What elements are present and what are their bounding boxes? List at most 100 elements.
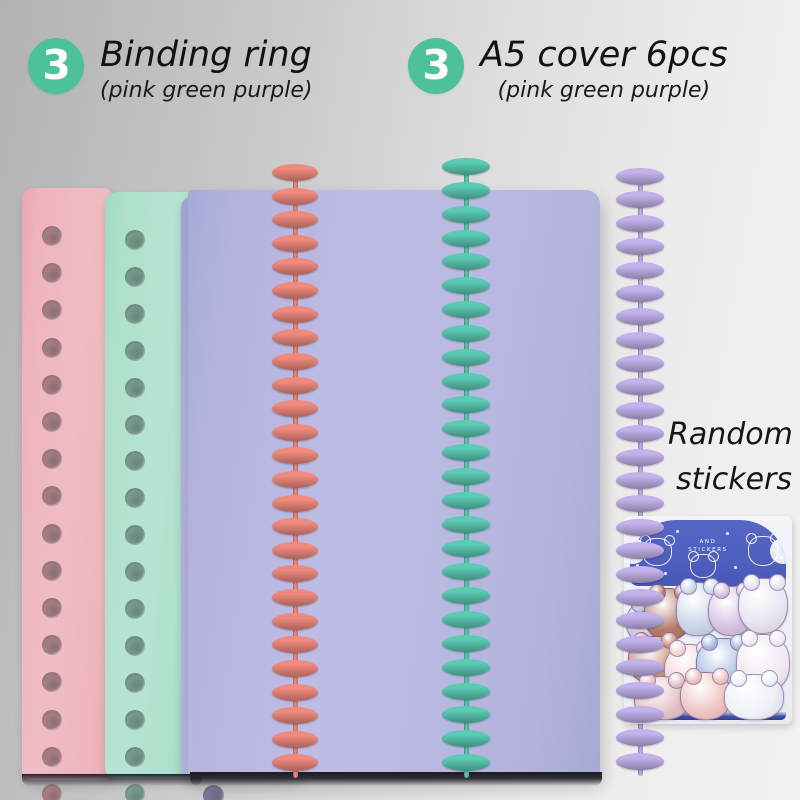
pink-binding-ring — [272, 164, 318, 778]
coil-ring — [272, 754, 318, 772]
coil-ring — [616, 612, 664, 630]
punch-hole — [42, 560, 62, 581]
bear-ear-icon — [746, 533, 757, 544]
punch-hole — [42, 337, 62, 358]
coil-ring — [442, 253, 490, 271]
coil-ring — [442, 229, 490, 247]
bear-ear-icon — [664, 535, 675, 546]
punch-hole — [125, 414, 145, 435]
coil-ring — [272, 305, 318, 323]
sticker-ear — [669, 640, 686, 657]
coil-ring — [272, 612, 318, 630]
callout-subtitle: (pink green purple) — [100, 77, 313, 103]
star-dot — [726, 532, 729, 535]
punch-hole — [42, 412, 62, 432]
random-stickers-line-1: Random — [668, 417, 793, 452]
coil-ring — [616, 565, 664, 583]
sticker-card-label: AND STICKERS — [688, 539, 728, 553]
coil-ring — [616, 472, 664, 489]
coil-ring — [272, 234, 318, 252]
coil-ring — [272, 211, 318, 229]
sticker-ear — [741, 630, 759, 647]
callout-text-binding-ring: Binding ring (pink green purple) — [100, 35, 313, 103]
coil-ring — [272, 589, 318, 607]
coil-ring — [616, 588, 664, 606]
punch-hole — [125, 377, 145, 398]
coil-ring — [442, 539, 490, 557]
coil-ring — [442, 301, 490, 319]
punch-hole — [42, 374, 62, 395]
coil-ring — [616, 261, 664, 279]
coil-ring — [272, 164, 318, 181]
punch-hole — [125, 303, 145, 324]
sticker-ear — [712, 582, 730, 599]
bear-ear-icon — [708, 551, 719, 562]
punch-hole — [42, 449, 62, 470]
coil-ring — [442, 730, 490, 748]
coil-ring — [616, 191, 664, 209]
coil-ring — [442, 396, 490, 414]
coil-ring — [272, 659, 318, 677]
punch-hole — [125, 266, 145, 287]
punch-hole — [42, 784, 62, 800]
covers-bottom-shadow — [22, 774, 202, 786]
coil-ring — [442, 205, 490, 223]
coil-ring — [442, 444, 490, 462]
coil-ring — [616, 659, 664, 677]
star-dot — [676, 530, 679, 533]
coil-ring — [272, 683, 318, 701]
coil-ring — [442, 158, 490, 175]
callout-title: Binding ring — [100, 35, 312, 75]
a5-purple-notebook — [188, 190, 600, 778]
coil-ring — [616, 729, 664, 747]
coil-ring — [272, 730, 318, 748]
coil-ring — [442, 515, 490, 533]
random-stickers-line-2: stickers — [676, 462, 793, 497]
bear-ear-icon — [770, 533, 781, 544]
punch-hole — [42, 300, 62, 321]
bear-outline-icon — [746, 533, 781, 566]
sticker-ear — [742, 574, 760, 591]
callout-binding-ring: 3 Binding ring (pink green purple) — [28, 35, 313, 103]
coil-ring — [616, 168, 664, 185]
coil-ring — [272, 329, 318, 347]
sticker-ear — [685, 668, 702, 685]
sticker-ear — [712, 668, 729, 685]
notebook-bottom-shadow — [190, 772, 602, 786]
punch-hole — [42, 598, 62, 618]
punch-hole — [125, 562, 145, 583]
coil-ring — [616, 308, 664, 326]
coil-ring — [272, 187, 318, 205]
punch-hole — [42, 523, 62, 544]
punch-hole — [125, 525, 145, 546]
punch-hole — [42, 672, 62, 693]
cover-green-holes — [105, 192, 197, 800]
sticker-piece — [738, 574, 788, 634]
sticker-ear — [680, 578, 698, 595]
coil-ring — [442, 611, 490, 629]
random-stickers-caption: Random stickers — [668, 412, 793, 502]
coil-ring — [616, 425, 664, 443]
badge-number: 3 — [422, 40, 451, 89]
star-dot — [780, 556, 783, 559]
punch-hole — [125, 709, 145, 730]
cover-pink — [22, 188, 114, 800]
coil-ring — [442, 324, 490, 342]
punch-hole — [125, 488, 145, 509]
badge-count-a5-cover: 3 — [408, 38, 464, 94]
punch-hole — [42, 635, 62, 656]
green-binding-ring — [442, 158, 490, 778]
punch-hole — [125, 451, 145, 472]
punch-hole — [42, 709, 62, 730]
sticker-ear — [760, 670, 778, 687]
punch-hole — [125, 340, 145, 361]
coil-ring — [272, 565, 318, 583]
coil-ring — [616, 682, 664, 700]
sticker-card: AND STICKERS — [624, 516, 792, 724]
punch-hole — [125, 672, 145, 693]
sticker-ear — [769, 630, 787, 647]
punch-hole — [125, 230, 145, 250]
coil-ring — [442, 563, 490, 581]
coil-ring — [272, 636, 318, 654]
sticker-ear — [701, 634, 719, 651]
